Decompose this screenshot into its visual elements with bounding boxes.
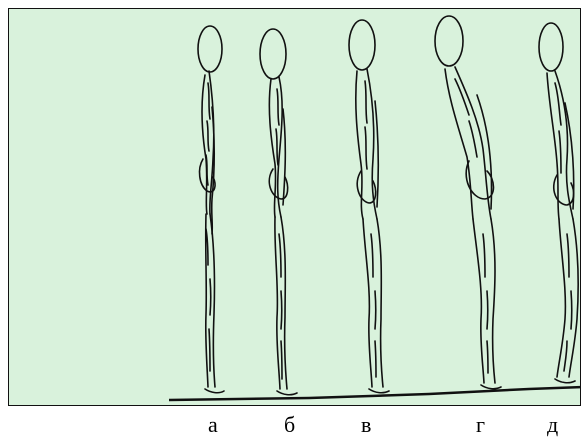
label-b: б xyxy=(284,414,295,436)
figure-c xyxy=(349,20,389,393)
figure-d xyxy=(435,16,501,389)
ground-line xyxy=(169,387,581,400)
label-c: в xyxy=(361,414,371,436)
label-d: г xyxy=(476,414,485,436)
figure-e xyxy=(539,23,578,383)
posture-illustration xyxy=(8,8,581,406)
figure-a xyxy=(198,26,224,393)
label-a: а xyxy=(208,414,218,436)
figures-drawing xyxy=(9,9,581,406)
label-e: д xyxy=(547,414,558,436)
figure-b xyxy=(260,29,297,395)
